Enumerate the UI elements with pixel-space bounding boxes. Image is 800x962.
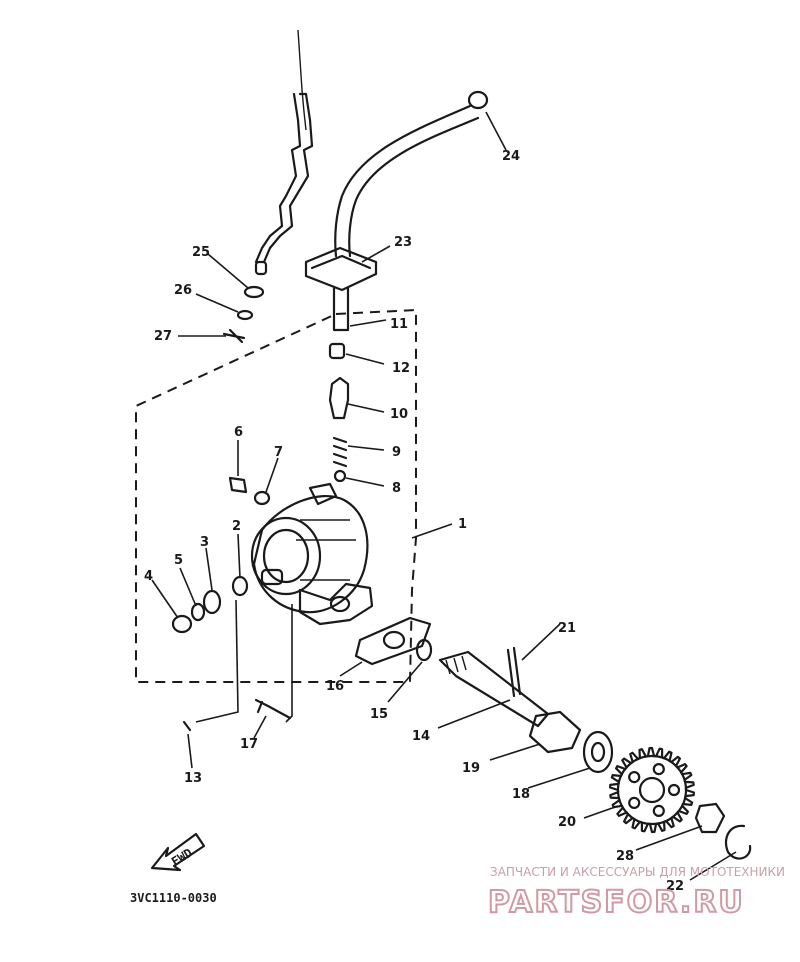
callout-27: 27: [154, 329, 172, 344]
assembly-boundary: [135, 308, 417, 683]
callout-12: 12: [392, 361, 410, 376]
oring-2: [231, 575, 249, 597]
callout-3: 3: [200, 535, 209, 550]
gear-hole: [628, 770, 641, 784]
callout-23: 23: [394, 235, 412, 250]
callout-7: 7: [274, 445, 283, 460]
nut-4: [171, 614, 193, 634]
gear-hole: [652, 762, 665, 776]
fwd-arrow-icon: FWD: [150, 832, 206, 872]
callout-leaders: [151, 111, 737, 881]
callout-15: 15: [370, 707, 388, 722]
oil-pump-body: [250, 482, 374, 626]
watermark-brand: PARTSFOR.RU: [488, 885, 745, 920]
dowel-13: [182, 720, 192, 732]
callout-19: 19: [462, 761, 480, 776]
bolt-17: [254, 698, 292, 720]
pin-21: [506, 646, 522, 698]
gear-20: [609, 746, 695, 834]
oil-seal-15: [415, 638, 433, 662]
fwd-label: FWD: [169, 846, 195, 869]
callout-9: 9: [392, 445, 401, 460]
gear-hole: [667, 783, 681, 797]
gear-hole: [628, 796, 641, 810]
clip-28: [694, 802, 726, 834]
callout-4: 4: [144, 569, 153, 584]
collar-19: [528, 710, 582, 754]
callout-22: 22: [666, 879, 684, 894]
callout-1: 1: [458, 517, 467, 532]
callout-20: 20: [558, 815, 576, 830]
callout-14: 14: [412, 729, 430, 744]
gear-teeth: [609, 746, 695, 834]
callout-28: 28: [616, 849, 634, 864]
oil-pipe: [304, 90, 489, 332]
check-valve-parts: [328, 342, 350, 483]
callout-17: 17: [240, 737, 258, 752]
callout-8: 8: [392, 481, 401, 496]
gasket-16: [354, 616, 432, 666]
washer-7: [253, 490, 271, 506]
callout-25: 25: [192, 245, 210, 260]
callout-6: 6: [234, 425, 243, 440]
bearing-18: [582, 730, 614, 774]
washer-5: [190, 602, 206, 622]
circlip-22: [724, 824, 752, 860]
callout-5: 5: [174, 553, 183, 568]
callout-16: 16: [326, 679, 344, 694]
oring-26: [236, 309, 254, 321]
diagram-code: 3VC1110-0030: [130, 891, 217, 905]
screw-6: [228, 476, 248, 494]
callout-numbers: 1234567891011121314151617181920212223242…: [144, 149, 684, 894]
callout-13: 13: [184, 771, 202, 786]
washer-3: [202, 589, 222, 615]
washer-25: [243, 285, 265, 299]
cable: [254, 29, 314, 276]
callout-2: 2: [232, 519, 241, 534]
callout-11: 11: [390, 317, 408, 332]
callout-24: 24: [502, 149, 520, 164]
watermark-tagline: ЗАПЧАСТИ И АКСЕССУАРЫ ДЛЯ МОТОТЕХНИКИ: [490, 865, 785, 879]
callout-21: 21: [558, 621, 576, 636]
drive-shaft-14: [438, 650, 550, 728]
screw-27: [222, 328, 246, 344]
callout-18: 18: [512, 787, 530, 802]
callout-26: 26: [174, 283, 192, 298]
gear-hole: [652, 804, 665, 818]
callout-10: 10: [390, 407, 408, 422]
